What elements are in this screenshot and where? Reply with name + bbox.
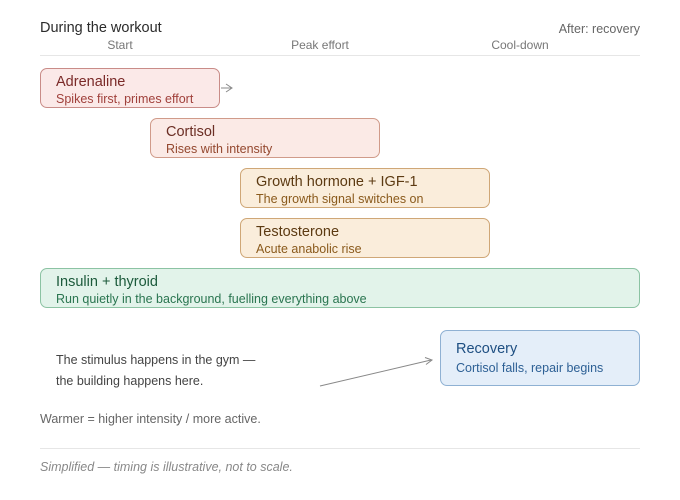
footnote: Simplified — timing is illustrative, not… [40,460,293,474]
adrenaline-arrow [221,83,233,93]
diagram-title: During the workout [40,20,162,36]
phase-peak-label: Peak effort [291,38,349,52]
growth-hormone-bar: Growth hormone + IGF-1 The growth signal… [240,168,490,208]
testosterone-subtitle: Acute anabolic rise [256,242,362,256]
recovery-box: Recovery Cortisol falls, repair begins [440,330,640,386]
growth-hormone-title: Growth hormone + IGF-1 [256,174,418,190]
stimulus-note-line-1: The stimulus happens in the gym — [56,353,256,367]
recovery-arrow [319,357,434,387]
cortisol-title: Cortisol [166,124,216,140]
cortisol-subtitle: Rises with intensity [166,142,273,156]
stimulus-note: The stimulus happens in the gym — the bu… [56,350,286,392]
recovery-subtitle: Cortisol falls, repair begins [456,361,604,375]
adrenaline-bar: Adrenaline Spikes first, primes effort [40,68,220,108]
testosterone-title: Testosterone [256,224,340,240]
insulin-thyroid-title: Insulin + thyroid [56,274,158,290]
insulin-thyroid-bar: Insulin + thyroid Run quietly in the bac… [40,268,640,308]
growth-hormone-subtitle: The growth signal switches on [256,192,424,206]
phase-cooldown-label: Cool-down [491,38,549,52]
color-legend: Warmer = higher intensity / more active. [40,412,261,426]
recovery-title: Recovery [456,341,518,357]
header-divider [40,55,640,56]
phase-start-label: Start [107,38,133,52]
footer-divider [40,448,640,449]
cortisol-bar: Cortisol Rises with intensity [150,118,380,158]
adrenaline-subtitle: Spikes first, primes effort [56,92,194,106]
after-recovery-label: After: recovery [558,22,640,36]
insulin-thyroid-subtitle: Run quietly in the background, fuelling … [56,292,367,306]
stimulus-note-line-2: the building happens here. [56,374,204,388]
adrenaline-title: Adrenaline [56,74,126,90]
testosterone-bar: Testosterone Acute anabolic rise [240,218,490,258]
